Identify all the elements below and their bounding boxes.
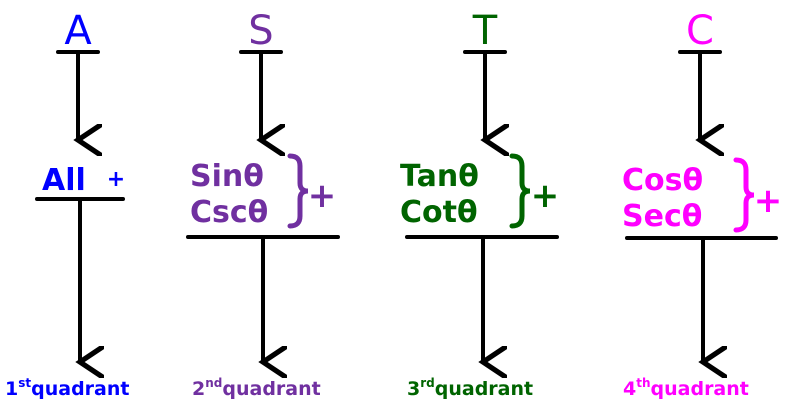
trig-function: Secθ <box>622 199 702 234</box>
brace-icon <box>287 153 309 229</box>
sign-plus: + <box>754 181 783 221</box>
sign-plus: + <box>308 176 337 216</box>
trig-function: Cotθ <box>400 195 478 230</box>
column-a: A All +1stquadrant <box>5 8 129 400</box>
quadrant-letter: A <box>64 8 92 54</box>
trig-function: Sinθ <box>190 159 264 194</box>
quadrant-label: 1stquadrant <box>5 376 129 400</box>
quadrant-label: 4thquadrant <box>623 376 749 400</box>
trig-function: Tanθ <box>400 159 479 194</box>
quadrant-letter: S <box>248 8 273 54</box>
quadrant-letter: T <box>472 8 498 54</box>
brace-icon <box>733 157 755 233</box>
brace-icon <box>509 153 531 229</box>
quadrant-letter: C <box>686 8 714 54</box>
trig-function: Cosθ <box>622 163 703 198</box>
trig-function: Cscθ <box>190 195 268 230</box>
sign-plus: + <box>531 176 560 216</box>
quadrant-label: 3rdquadrant <box>407 376 533 400</box>
sign-plus: + <box>107 167 125 192</box>
quadrant-label: 2ndquadrant <box>192 376 321 400</box>
trig-function: All <box>42 163 86 198</box>
